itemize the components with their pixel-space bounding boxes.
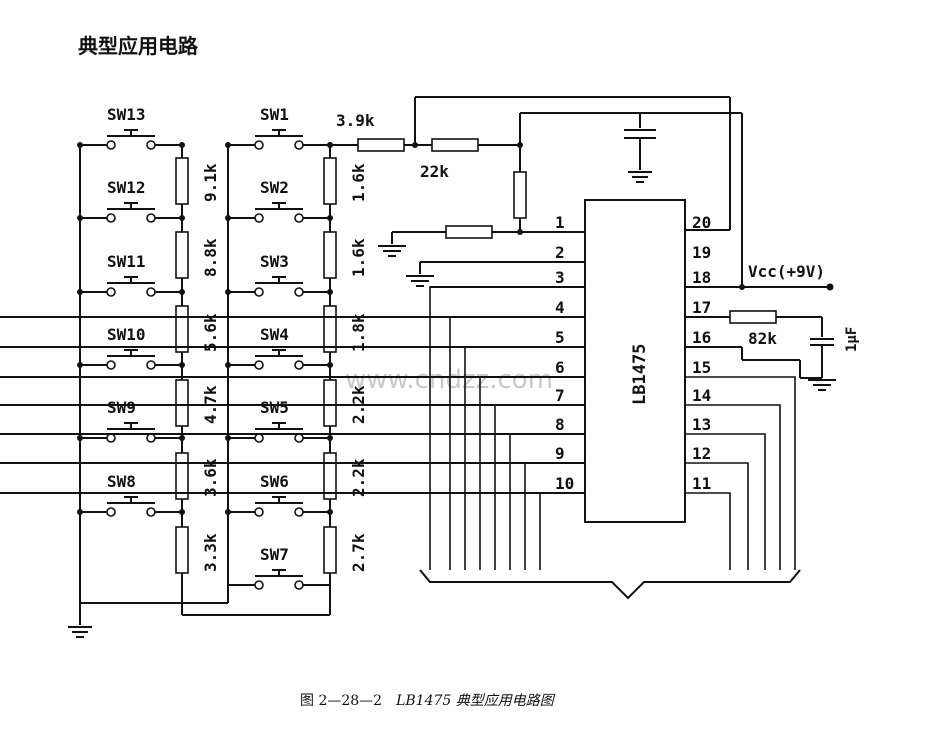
pin-label-left: 10: [555, 474, 574, 493]
pin-label-right: 11: [692, 474, 711, 493]
switch-label: SW6: [260, 472, 289, 491]
switch-sw5: [228, 422, 330, 443]
switch-sw8: [80, 496, 182, 517]
pin-label-left: 2: [555, 243, 565, 262]
resistor-left-2: [175, 231, 189, 279]
label-resistor-left: 3.3k: [201, 533, 220, 572]
switch-label: SW13: [107, 105, 146, 124]
resistor-left-5: [175, 452, 189, 500]
pin-label-right: 15: [692, 358, 711, 377]
resistor-mid-3: [323, 305, 337, 353]
figure-caption: 图 2—28—2 LB1475 典型应用电路图: [300, 690, 554, 710]
pin-label-left: 1: [555, 213, 565, 232]
label-resistor-mid: 2.2k: [349, 458, 368, 497]
pin-label-left: 4: [555, 298, 565, 317]
label-1uf: 1μF: [844, 327, 860, 352]
pin-label-right: 16: [692, 328, 711, 347]
pin-label-right: 19: [692, 243, 711, 262]
bus-bracket: [419, 569, 801, 600]
label-resistor-left: 4.7k: [201, 385, 220, 424]
switch-sw11: [80, 276, 182, 297]
label-3-9k: 3.9k: [336, 111, 375, 130]
switch-label: SW4: [260, 325, 289, 344]
pin-label-right: 12: [692, 444, 711, 463]
resistor-3-9k: [357, 138, 405, 152]
switch-sw12: [80, 202, 182, 223]
resistor-left-3: [175, 305, 189, 353]
resistor-22k: [431, 138, 479, 152]
switch-sw13: [80, 129, 182, 150]
switch-sw10: [80, 349, 182, 370]
pin-label-right: 13: [692, 415, 711, 434]
label-82k: 82k: [748, 329, 777, 348]
pin-label-left: 3: [555, 268, 565, 287]
switch-label: SW8: [107, 472, 136, 491]
switch-sw3: [228, 276, 330, 297]
switch-sw6: [228, 496, 330, 517]
label-vcc: Vcc(+9V): [748, 262, 825, 281]
label-resistor-left: 9.1k: [201, 163, 220, 202]
pin-label-right: 20: [692, 213, 711, 232]
label-resistor-mid: 1.6k: [349, 238, 368, 277]
resistor-left-4: [175, 379, 189, 427]
pin-label-left: 8: [555, 415, 565, 434]
resistor-mid-4: [323, 379, 337, 427]
label-resistor-left: 8.8k: [201, 238, 220, 277]
pin-label-right: 14: [692, 386, 711, 405]
switch-label: SW12: [107, 178, 146, 197]
switch-label: SW1: [260, 105, 289, 124]
pin-label-right: 18: [692, 268, 711, 287]
bias-network: [327, 96, 743, 287]
bus-fan: [429, 286, 796, 570]
label-resistor-mid: 1.6k: [349, 163, 368, 202]
resistor-pin1: [445, 225, 493, 239]
resistor-mid-1: [323, 157, 337, 205]
resistor-82k: [729, 310, 777, 324]
switch-label: SW7: [260, 545, 289, 564]
resistor-vertical: [513, 171, 527, 219]
pin-label-left: 7: [555, 386, 565, 405]
switch-sw1: [228, 129, 330, 150]
labels: 3.9k 22k Vcc(+9V) 82k 1μF: [336, 111, 860, 352]
label-resistor-mid: 2.7k: [349, 533, 368, 572]
ic-label: LB1475: [630, 344, 650, 405]
label-22k: 22k: [420, 162, 449, 181]
resistor-mid-2: [323, 231, 337, 279]
switch-label: SW3: [260, 252, 289, 271]
resistor-mid-5: [323, 452, 337, 500]
pin-label-left: 5: [555, 328, 565, 347]
pin-label-right: 17: [692, 298, 711, 317]
resistor-left-6: [175, 526, 189, 574]
label-resistor-mid: 1.8k: [349, 313, 368, 352]
page-title: 典型应用电路: [78, 34, 198, 58]
label-resistor-mid: 2.2k: [349, 385, 368, 424]
label-resistor-left: 3.6k: [201, 458, 220, 497]
switch-sw9: [80, 422, 182, 443]
switch-label: SW10: [107, 325, 146, 344]
switch-label: SW11: [107, 252, 146, 271]
switch-label: SW2: [260, 178, 289, 197]
supply-network: [685, 283, 836, 391]
resistor-left-1: [175, 157, 189, 205]
switch-label: SW9: [107, 398, 136, 417]
label-resistor-left: 5.6k: [201, 313, 220, 352]
switch-label: SW5: [260, 398, 289, 417]
switch-sw4: [228, 349, 330, 370]
pin-label-left: 9: [555, 444, 565, 463]
switch-sw2: [228, 202, 330, 223]
resistor-mid-6: [323, 526, 337, 574]
figure-title: LB1475 典型应用电路图: [396, 693, 554, 709]
watermark: www.cndzz.com: [345, 365, 553, 395]
switch-sw7: [228, 569, 330, 590]
pin-label-left: 6: [555, 358, 565, 377]
figure-number: 图 2—28—2: [300, 693, 383, 709]
